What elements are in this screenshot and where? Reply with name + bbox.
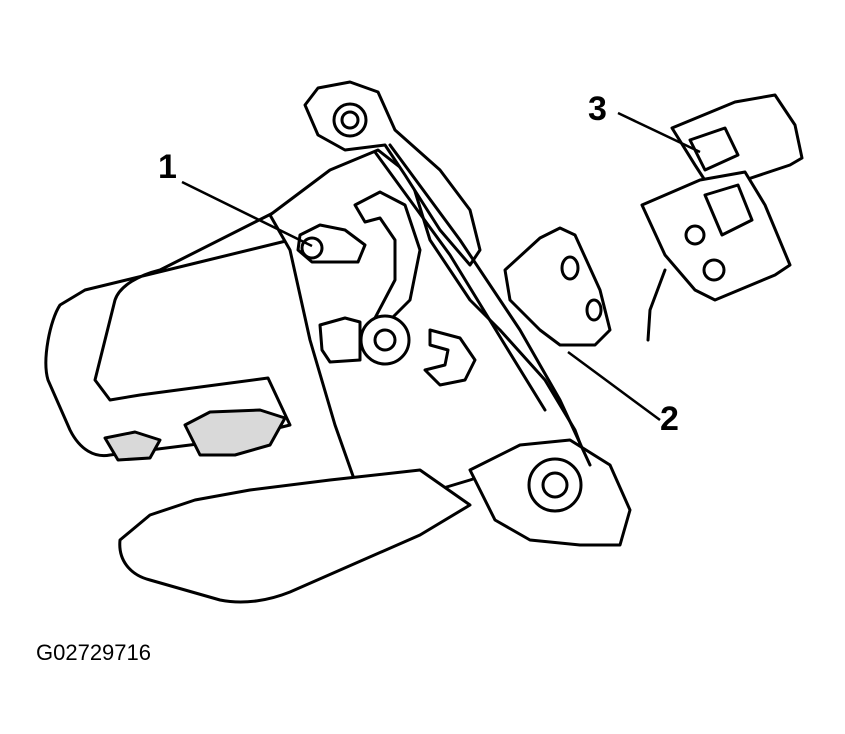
latch-lower-jaw xyxy=(118,468,472,604)
latch-slot xyxy=(423,328,477,387)
callout-2: 2 xyxy=(660,400,679,438)
connector-plug-face xyxy=(688,126,740,172)
leader-line-1 xyxy=(181,180,313,248)
side-flange xyxy=(503,226,612,347)
release-lever-pivot xyxy=(300,236,324,260)
switch-wire xyxy=(646,268,667,342)
callout-3: 3 xyxy=(588,90,607,128)
mounting-hole-top-inner xyxy=(340,110,360,130)
switch-screw-2 xyxy=(702,258,726,282)
guide-rail xyxy=(388,143,592,467)
callout-1: 1 xyxy=(158,148,177,186)
striker-claw-2 xyxy=(103,430,162,462)
bottom-boss-hole-inner xyxy=(541,471,569,499)
figure-id: G02729716 xyxy=(36,640,151,665)
flange-hole-2 xyxy=(585,298,603,322)
switch-screw-1 xyxy=(684,224,706,246)
flange-hole-1 xyxy=(560,255,580,281)
pivot-bracket xyxy=(318,316,362,364)
micro-switch xyxy=(640,170,792,302)
leader-line-3 xyxy=(617,111,701,154)
central-pivot-inner xyxy=(373,328,397,352)
micro-switch-window xyxy=(703,183,754,237)
striker-claw xyxy=(183,408,287,457)
guide-rail-2 xyxy=(373,150,547,412)
leader-line-2 xyxy=(567,350,661,422)
